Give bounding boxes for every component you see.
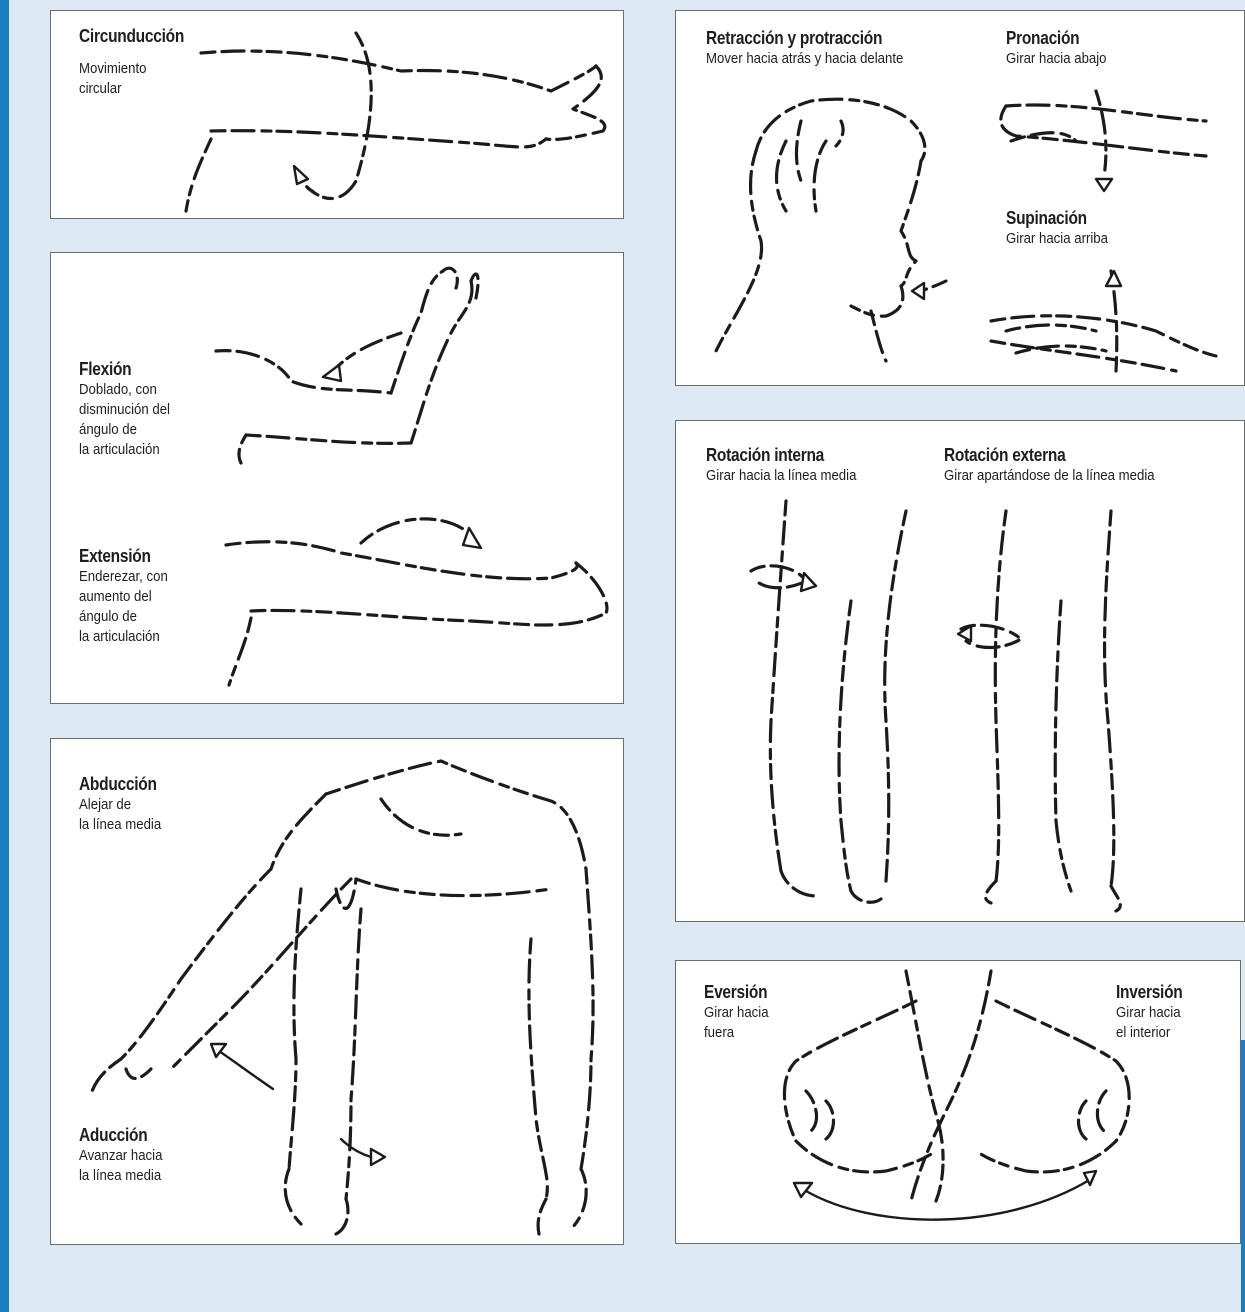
label-rotacion-interna: Rotación interna Girar hacia la línea me… — [706, 444, 877, 486]
title-inversion: Inversión — [1116, 981, 1183, 1003]
title-rotacion-interna: Rotación interna — [706, 444, 853, 466]
desc-eversion: Girar hacia fuera — [704, 1003, 769, 1043]
title-aduccion: Aducción — [79, 1124, 161, 1146]
panel-flexion-extension: Flexión Doblado, con disminución del áng… — [50, 252, 624, 704]
desc-aduccion: Avanzar hacia la línea media — [79, 1146, 162, 1186]
title-extension: Extensión — [79, 545, 166, 567]
desc-inversion: Girar hacia el interior — [1116, 1003, 1184, 1043]
label-aduccion: Aducción Avanzar hacia la línea media — [79, 1124, 174, 1186]
desc-pronacion: Girar hacia abajo — [1006, 49, 1107, 69]
desc-extension: Enderezar, con aumento del ángulo de la … — [79, 567, 168, 647]
title-supinacion: Supinación — [1006, 207, 1106, 229]
panel-eversion-inversion: Eversión Girar hacia fuera Inversión Gir… — [675, 960, 1241, 1244]
panel-rotacion: Rotación interna Girar hacia la línea me… — [675, 420, 1245, 922]
desc-retraccion: Mover hacia atrás y hacia delante — [706, 49, 903, 69]
desc-flexion: Doblado, con disminución del ángulo de l… — [79, 380, 170, 460]
label-retraccion: Retracción y protracción Mover hacia atr… — [706, 27, 930, 69]
desc-supinacion: Girar hacia arriba — [1006, 229, 1108, 249]
title-eversion: Eversión — [704, 981, 767, 1003]
title-pronacion: Pronación — [1006, 27, 1104, 49]
title-rotacion-externa: Rotación externa — [944, 444, 1150, 466]
label-pronacion: Pronación Girar hacia abajo — [1006, 27, 1120, 69]
title-circunduccion: Circunducción — [79, 25, 184, 47]
label-circunduccion: Circunducción Movimiento circular — [79, 25, 201, 99]
label-supinacion: Supinación Girar hacia arriba — [1006, 207, 1122, 249]
desc-circunduccion: Movimiento circular — [79, 59, 186, 99]
label-eversion: Eversión Girar hacia fuera — [704, 981, 778, 1043]
label-abduccion: Abducción Alejar de la línea media — [79, 773, 172, 835]
desc-rotacion-externa: Girar apartándose de la línea media — [944, 466, 1155, 486]
label-flexion: Flexión Doblado, con disminución del áng… — [79, 358, 182, 460]
label-rotacion-externa: Rotación externa Girar apartándose de la… — [944, 444, 1183, 486]
title-retraccion: Retracción y protracción — [706, 27, 899, 49]
label-extension: Extensión Enderezar, con aumento del áng… — [79, 545, 180, 647]
panel-circunduccion: Circunducción Movimiento circular — [50, 10, 624, 219]
label-inversion: Inversión Girar hacia el interior — [1116, 981, 1193, 1043]
panel-retraccion-pronacion-supinacion: Retracción y protracción Mover hacia atr… — [675, 10, 1245, 386]
desc-abduccion: Alejar de la línea media — [79, 795, 161, 835]
left-accent-bar — [0, 0, 9, 1312]
title-flexion: Flexión — [79, 358, 168, 380]
desc-rotacion-interna: Girar hacia la línea media — [706, 466, 856, 486]
panel-abduccion-aduccion: Abducción Alejar de la línea media Aducc… — [50, 738, 624, 1245]
title-abduccion: Abducción — [79, 773, 159, 795]
legs-rotation-illustration — [676, 421, 1245, 923]
